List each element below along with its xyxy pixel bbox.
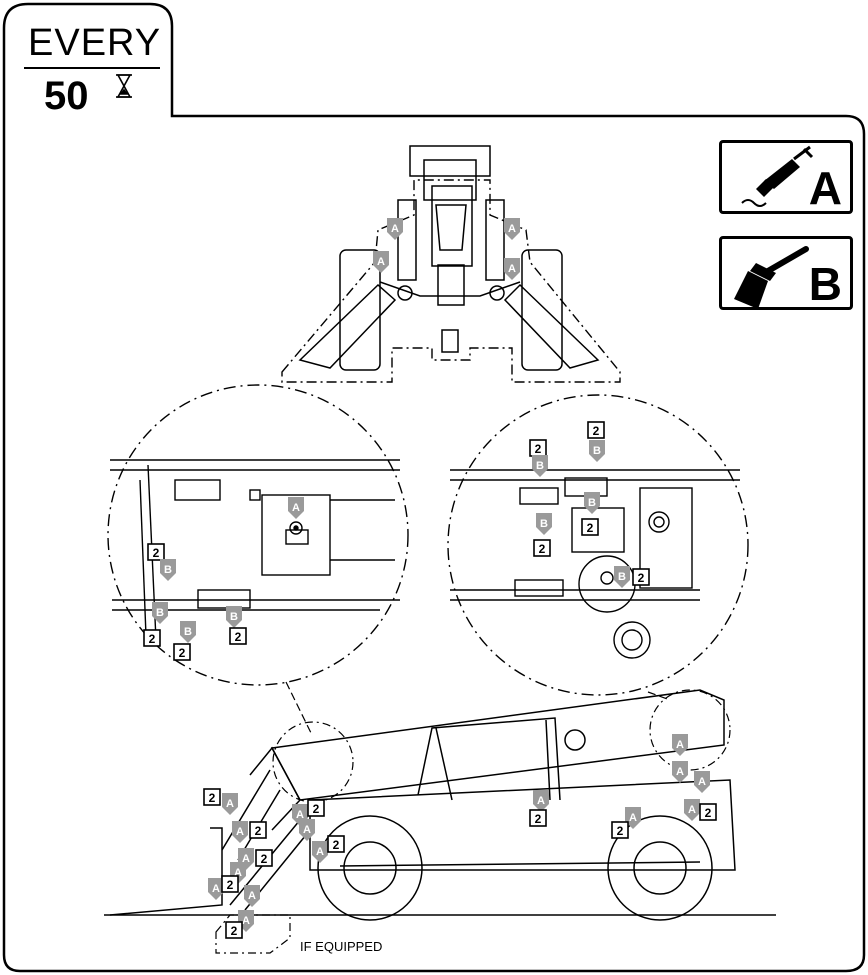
- grease-gun-icon: [741, 145, 814, 207]
- grease-legend-badge: A: [719, 140, 853, 214]
- right-detail-drawing: [450, 469, 740, 659]
- interval-label: EVERY: [28, 22, 162, 64]
- rear-view-callouts: [373, 218, 520, 280]
- right-leader-line: [647, 691, 671, 701]
- brush-legend-badge: B: [719, 236, 853, 310]
- rear-view-outline: [281, 179, 621, 383]
- left-detail-circle: [107, 384, 409, 686]
- left-detail-callouts: [143, 497, 304, 661]
- if-equipped-outline: [215, 914, 291, 954]
- side-boom-detail-circle: [272, 721, 354, 803]
- interval-hours: 50: [44, 74, 89, 118]
- paint-brush-icon: [734, 246, 809, 309]
- rear-view-drawing: [298, 145, 600, 371]
- hourglass-icon: [116, 74, 132, 98]
- left-leader-line: [285, 681, 313, 736]
- grease-legend-letter: A: [808, 162, 842, 214]
- brush-legend-letter: B: [808, 258, 842, 310]
- right-detail-callouts: [529, 421, 650, 588]
- right-detail-circle: [447, 394, 749, 696]
- side-boom-head-circle: [649, 689, 731, 771]
- if-equipped-note: IF EQUIPPED: [300, 939, 383, 954]
